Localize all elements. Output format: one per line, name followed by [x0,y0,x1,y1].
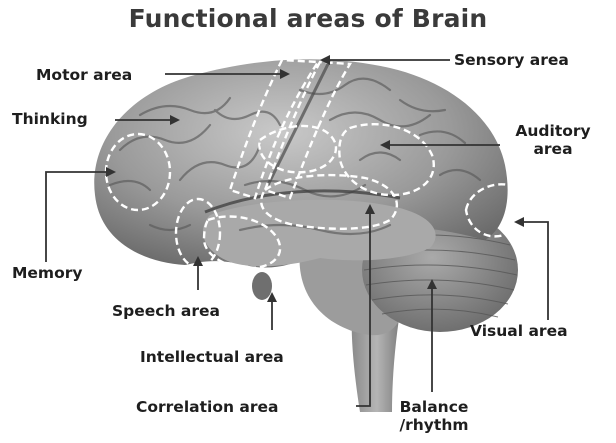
label-correlation-area: Correlation area [136,398,278,416]
label-motor-area: Motor area [36,66,132,84]
label-balance-line2: /rhythm [394,416,474,434]
label-visual-area: Visual area [470,322,568,340]
pituitary [252,272,272,300]
label-auditory-line2: area [498,140,608,158]
label-intellectual-area: Intellectual area [140,348,284,366]
temporal-lobe [203,200,436,267]
label-sensory-area: Sensory area [454,51,569,69]
label-memory: Memory [12,264,82,282]
label-speech-area: Speech area [112,302,220,320]
label-thinking: Thinking [12,110,88,128]
label-balance-line1: Balance [394,398,474,416]
label-balance-rhythm: Balance /rhythm [394,398,474,434]
label-auditory-line1: Auditory [498,122,608,140]
label-auditory: Auditory area [498,122,608,158]
